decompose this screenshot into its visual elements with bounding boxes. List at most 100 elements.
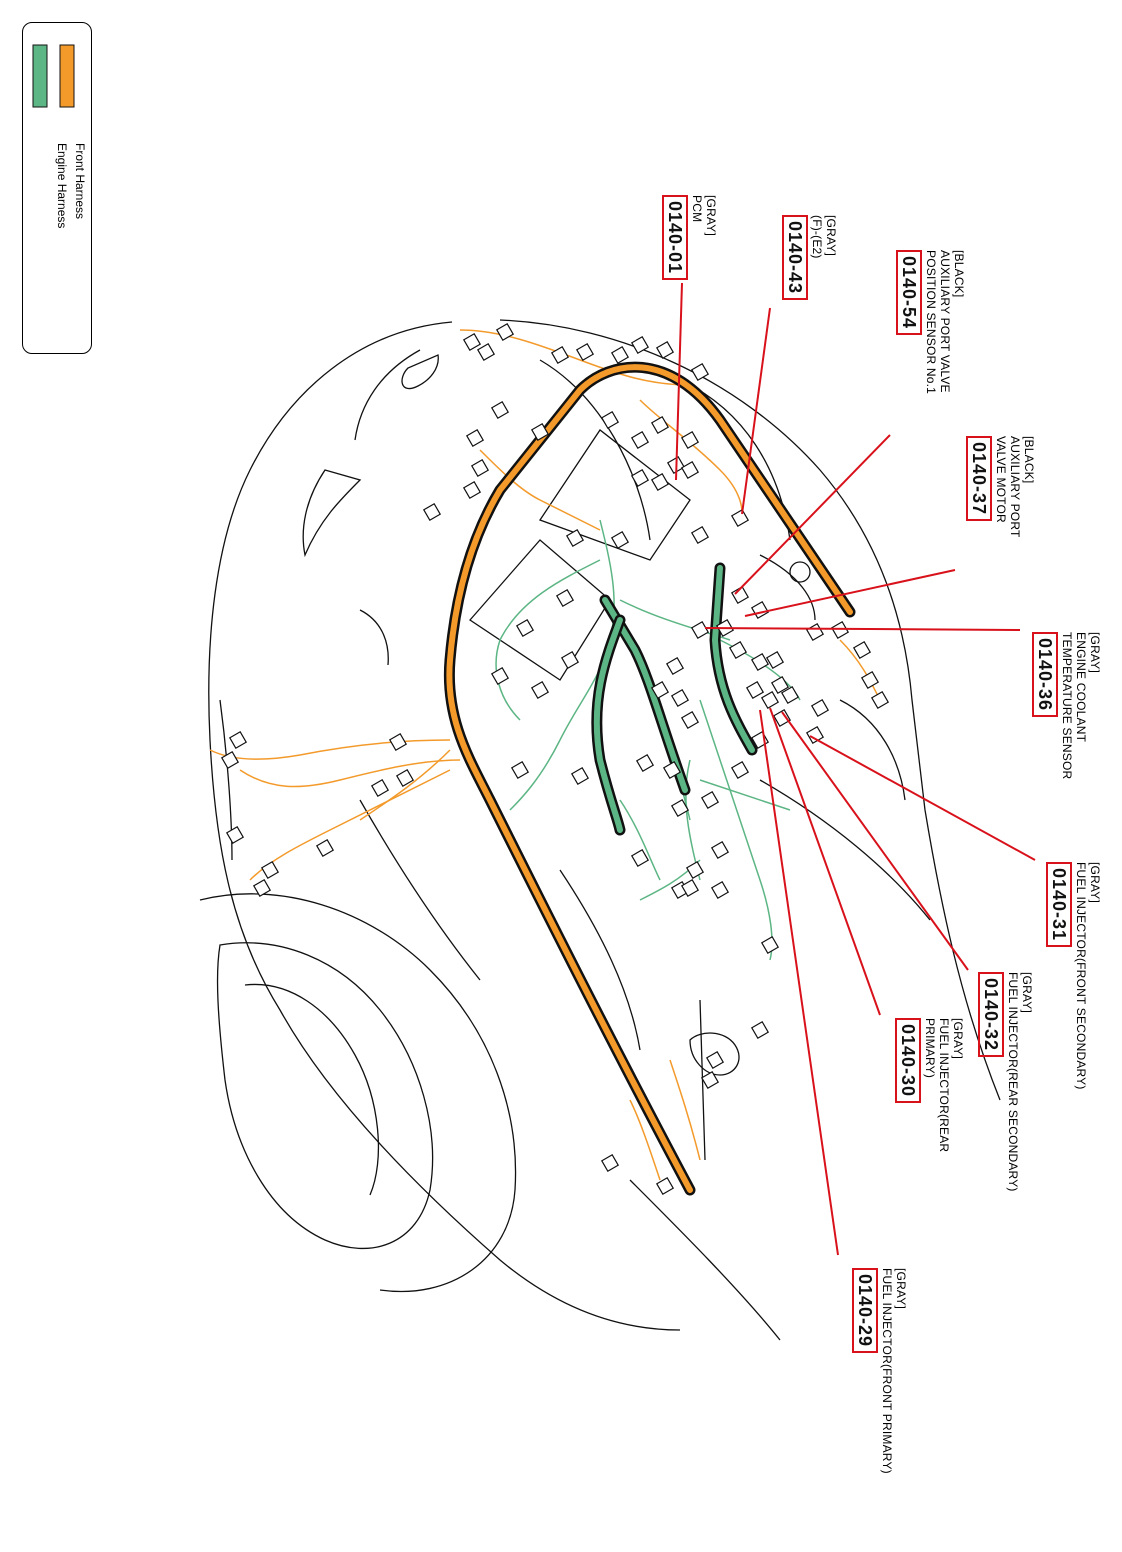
connector-28 <box>515 618 535 638</box>
callout-name-line: FUEL INJECTOR(FRONT PRIMARY) <box>880 1268 894 1474</box>
connector-64 <box>670 688 690 708</box>
callout-color: [GRAY] <box>704 195 718 236</box>
engine-harness-trunk-3 <box>711 565 755 753</box>
connector-39 <box>252 878 272 898</box>
connector-56 <box>870 690 890 710</box>
connector-14 <box>462 480 482 500</box>
callout-code: 0140-31 <box>1046 862 1072 948</box>
connector-2 <box>476 342 496 362</box>
callout-color: [BLACK] <box>1022 436 1036 484</box>
connector-4 <box>550 345 570 365</box>
leader-0140-37 <box>744 569 956 617</box>
connector-53 <box>830 620 850 640</box>
connector-58 <box>805 725 825 745</box>
callout-color: [GRAY] <box>1088 862 1102 903</box>
callout-color: [BLACK] <box>952 250 966 298</box>
connector-70 <box>710 840 730 860</box>
connector-19 <box>680 430 700 450</box>
callout-0140-37: [BLACK] AUXILIARY PORT VALVE MOTOR 0140-… <box>966 436 1036 538</box>
callout-0140-36: [GRAY] ENGINE COOLANT TEMPERATURE SENSOR… <box>1032 632 1102 779</box>
connector-47 <box>750 652 770 672</box>
connector-54 <box>852 640 872 660</box>
connector-20 <box>630 468 650 488</box>
connector-9 <box>690 362 710 382</box>
connector-35 <box>395 768 415 788</box>
callout-0140-30: [GRAY] FUEL INJECTOR(REAR PRIMARY) 0140-… <box>895 1018 965 1152</box>
connector-60 <box>770 675 790 695</box>
legend-label-engine-harness: Engine Harness <box>55 143 69 229</box>
leader-0140-01 <box>675 282 683 481</box>
connector-68 <box>670 798 690 818</box>
connector-77 <box>730 760 750 780</box>
connector-84 <box>655 1176 675 1196</box>
callout-code: 0140-29 <box>852 1268 878 1354</box>
connector-11 <box>530 422 550 442</box>
connector-73 <box>680 878 700 898</box>
leader-0140-43 <box>741 307 771 515</box>
connector-26 <box>610 530 630 550</box>
connector-44 <box>750 600 770 620</box>
connector-50 <box>760 690 780 710</box>
connector-3 <box>495 322 515 342</box>
callout-name-line: FUEL INJECTOR(REAR <box>937 1018 951 1153</box>
connector-5 <box>575 342 595 362</box>
connector-52 <box>805 622 825 642</box>
connector-25 <box>565 528 585 548</box>
legend-label-front-harness: Front Harness <box>73 143 87 220</box>
connector-31 <box>510 760 530 780</box>
callout-name-line: TEMPERATURE SENSOR <box>1060 632 1074 780</box>
leader-0140-32 <box>781 711 969 971</box>
connector-63 <box>650 680 670 700</box>
connector-49 <box>745 680 765 700</box>
callout-0140-54: [BLACK] AUXILIARY PORT VALVE POSITION SE… <box>896 250 966 394</box>
leader-0140-29 <box>759 709 839 1256</box>
connector-57 <box>810 698 830 718</box>
callout-0140-43: [GRAY] (F)-(E2) 0140-43 <box>782 215 838 301</box>
callout-name-line: PCM <box>690 195 704 223</box>
connector-33 <box>388 732 408 752</box>
connector-15 <box>422 502 442 522</box>
callout-code: 0140-32 <box>978 972 1004 1058</box>
connector-17 <box>630 430 650 450</box>
front-harness-trunk-outline <box>443 361 856 1196</box>
leader-0140-54 <box>734 434 891 595</box>
callout-code: 0140-43 <box>782 215 808 301</box>
callout-name-line: VALVE MOTOR <box>994 436 1008 523</box>
callout-name-line: PRIMARY) <box>923 1018 937 1079</box>
connector-18 <box>650 415 670 435</box>
connector-13 <box>470 458 490 478</box>
connector-46 <box>728 640 748 660</box>
callout-name-line: POSITION SENSOR No.1 <box>924 250 938 395</box>
connector-79 <box>570 766 590 786</box>
callout-code: 0140-54 <box>896 250 922 336</box>
connector-74 <box>710 880 730 900</box>
car-body-outline <box>199 319 1001 1341</box>
connector-1 <box>462 332 482 352</box>
callout-0140-29: [GRAY] FUEL INJECTOR(FRONT PRIMARY) 0140… <box>852 1268 908 1474</box>
callout-code: 0140-37 <box>966 436 992 522</box>
connector-55 <box>860 670 880 690</box>
leader-0140-36 <box>704 627 1021 631</box>
callout-name-line: ENGINE COOLANT <box>1074 632 1088 743</box>
callout-code: 0140-30 <box>895 1018 921 1104</box>
callout-code: 0140-36 <box>1032 632 1058 718</box>
connector-51 <box>772 708 792 728</box>
connector-67 <box>662 760 682 780</box>
connector-75 <box>760 935 780 955</box>
callout-name-line: AUXILIARY PORT VALVE <box>938 250 952 393</box>
legend: Front Harness Engine Harness <box>22 22 92 354</box>
callout-color: [GRAY] <box>951 1018 965 1059</box>
callout-0140-32: [GRAY] FUEL INJECTOR(REAR SECONDARY) 014… <box>978 972 1034 1192</box>
callout-name-line: (F)-(E2) <box>810 215 824 259</box>
front-harness-branches <box>209 329 881 1181</box>
callout-color: [GRAY] <box>824 215 838 256</box>
connector-34 <box>370 778 390 798</box>
connector-30 <box>560 650 580 670</box>
connector-8 <box>655 340 675 360</box>
connector-7 <box>630 335 650 355</box>
connector-40 <box>260 860 280 880</box>
connector-24 <box>730 508 750 528</box>
callout-color: [GRAY] <box>1020 972 1034 1013</box>
